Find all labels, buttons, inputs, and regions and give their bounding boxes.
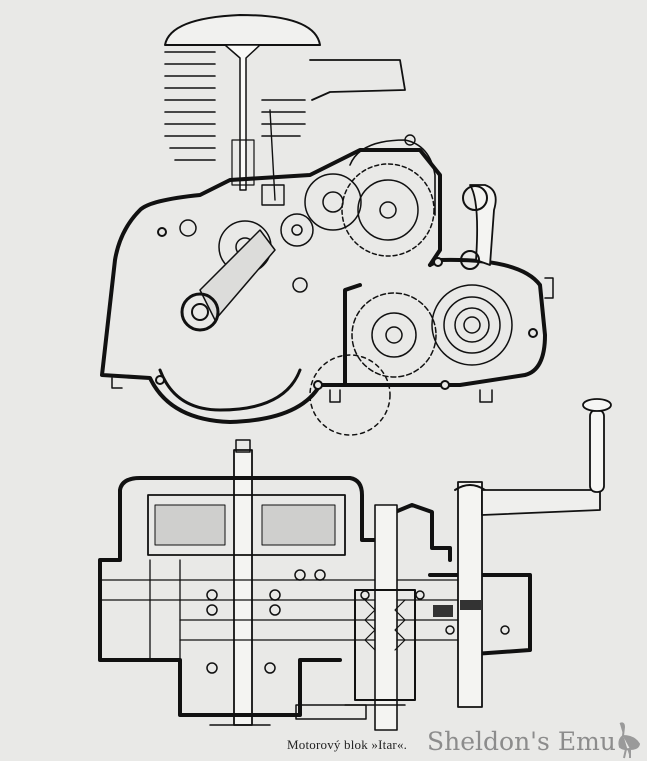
kickstart-lever bbox=[469, 184, 497, 266]
crankcase-outline bbox=[100, 148, 442, 424]
exhaust-port bbox=[309, 59, 406, 101]
cylinder-head bbox=[164, 14, 321, 46]
emu-logo-icon bbox=[618, 722, 641, 759]
shaft-lines bbox=[99, 559, 471, 661]
gearbox-housing bbox=[338, 257, 547, 387]
pushrod bbox=[261, 109, 285, 206]
crankshaft bbox=[233, 449, 253, 726]
flywheel bbox=[147, 494, 346, 556]
gearbox-shaft bbox=[374, 504, 398, 731]
valve bbox=[224, 44, 261, 191]
crank-handle bbox=[481, 489, 601, 516]
watermark-text: Sheldon's Emu bbox=[427, 727, 616, 756]
cylinder-fins bbox=[164, 51, 306, 161]
flywheel-arc bbox=[158, 368, 302, 412]
layshaft bbox=[457, 481, 483, 708]
plan-section-view bbox=[98, 398, 612, 731]
figure-caption: Motorový blok »Itar«. bbox=[287, 737, 408, 752]
connecting-rod bbox=[199, 229, 276, 321]
gearbox-gears bbox=[309, 284, 513, 436]
crank-grip bbox=[589, 409, 605, 493]
crank-bearing bbox=[180, 292, 220, 332]
bearings bbox=[206, 569, 510, 674]
valve-spring bbox=[231, 139, 255, 186]
housing-bolts bbox=[155, 227, 538, 390]
side-section-view bbox=[100, 14, 554, 436]
